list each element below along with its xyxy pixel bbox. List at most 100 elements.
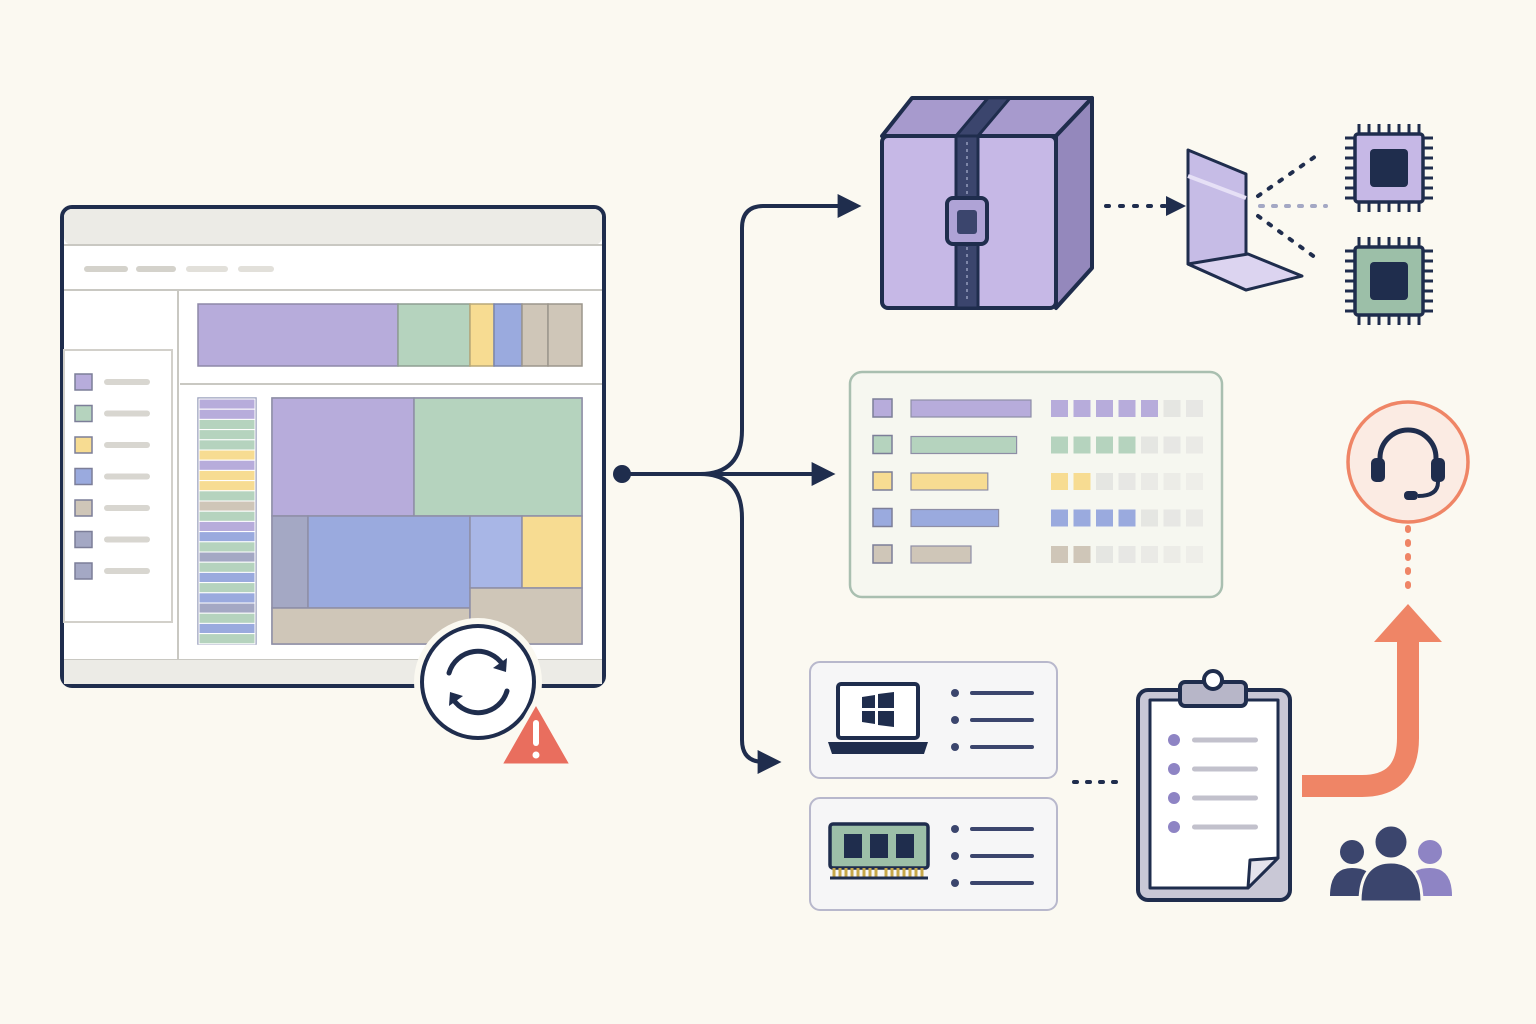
usage-cell-empty: [1141, 436, 1158, 454]
file-list-row: [198, 469, 256, 482]
zipped-package-icon: [880, 96, 1094, 310]
headset-mic: [1404, 491, 1418, 500]
sync-arrowhead-bottom: [449, 692, 463, 706]
headset-support-icon: [1346, 400, 1470, 524]
usage-panel: [848, 370, 1224, 599]
usage-cell-empty: [1186, 509, 1203, 527]
usage-cell-empty: [1186, 473, 1203, 490]
file-list-row: [198, 571, 256, 584]
file-list-row: [198, 510, 256, 522]
memory-chip: [870, 834, 888, 858]
treemap-cell: [413, 397, 583, 517]
usage-cell-empty: [1163, 546, 1181, 563]
treemap-cell: [271, 515, 309, 609]
legend-label-placeholder: [104, 536, 150, 543]
headset-band: [1377, 427, 1439, 470]
memory-chip: [844, 834, 862, 858]
driver-bracket-icon: [1186, 148, 1304, 292]
usage-cell-filled: [1096, 400, 1113, 417]
support-circle: [1346, 400, 1470, 524]
memory-spec-lines: [951, 825, 1034, 887]
legend-swatch: [74, 562, 93, 580]
top-usage-bar: [197, 303, 583, 367]
file-list-row: [198, 561, 256, 573]
usage-row-swatch: [872, 471, 893, 491]
checklist-bullet: [1168, 792, 1180, 804]
usage-cell-filled: [1096, 436, 1113, 454]
file-list-column: [197, 397, 257, 645]
legend-label-placeholder: [104, 568, 150, 574]
file-list-row: [198, 612, 256, 624]
usage-row-swatch: [872, 544, 893, 564]
toolbar-placeholder: [84, 266, 128, 272]
windows-logo: [862, 692, 894, 727]
file-list-row: [198, 520, 256, 533]
file-list-row: [198, 439, 256, 451]
system-info-card: [809, 661, 1058, 779]
legend-label-placeholder: [104, 505, 150, 511]
file-list-row: [198, 408, 256, 420]
memory-pins: [832, 868, 924, 878]
app-window: [60, 205, 606, 769]
legend-swatch: [74, 404, 93, 423]
sync-icon: [414, 618, 542, 746]
usage-row-bar: [910, 435, 1018, 455]
toolbar-placeholder: [238, 266, 274, 272]
toolbar-placeholder: [136, 266, 176, 272]
usage-cell-empty: [1186, 400, 1203, 417]
usage-cell-empty: [1096, 473, 1113, 490]
memory-info-card: [809, 797, 1058, 911]
usage-cell-empty: [1118, 473, 1136, 490]
legend-swatch: [74, 373, 93, 391]
title-bar: [64, 209, 602, 245]
usage-row-bar: [910, 472, 989, 491]
usage-cell-filled: [1118, 509, 1136, 527]
usage-cell-filled: [1073, 509, 1091, 527]
memory-module-icon: [828, 822, 930, 880]
treemap-cell: [521, 515, 583, 589]
driver-dot-fanout: [1256, 154, 1328, 260]
checklist-line-placeholder: [1192, 795, 1258, 801]
spec-bullet: [951, 879, 959, 887]
user-center-body: [1358, 860, 1424, 904]
checklist-line-placeholder: [1192, 737, 1258, 743]
usage-cell-empty: [1186, 546, 1203, 563]
treemap-cell: [271, 607, 471, 645]
arrow-to-package: [699, 194, 862, 476]
bracket-foot: [1186, 252, 1304, 292]
clipboard-checklist-icon: [1136, 669, 1292, 902]
usage-cell-filled: [1051, 473, 1068, 490]
warning-triangle-icon: [496, 698, 576, 769]
checklist-bullet: [1168, 821, 1180, 833]
usage-cell-filled: [1073, 546, 1091, 563]
legend-swatch: [74, 467, 93, 486]
legend-label-placeholder: [104, 442, 150, 448]
memory-chip: [896, 834, 914, 858]
zipper-pull-hole: [957, 210, 977, 234]
usage-cell-empty: [1118, 546, 1136, 563]
usage-cell-empty: [1163, 400, 1181, 417]
spec-line-placeholder: [970, 827, 1034, 831]
headset-mic-boom: [1417, 481, 1440, 498]
file-list-row: [198, 633, 256, 645]
file-list-row: [198, 459, 256, 471]
usage-cell-empty: [1163, 436, 1181, 454]
usage-segment: [547, 303, 583, 367]
file-list-row: [198, 541, 256, 553]
usage-cell-empty: [1186, 436, 1203, 454]
spec-line-placeholder: [970, 718, 1034, 722]
file-list-row: [198, 398, 256, 410]
usage-cell-filled: [1118, 400, 1136, 417]
treemap-cell: [271, 397, 415, 517]
user-right-head: [1418, 840, 1442, 864]
checklist-line-placeholder: [1192, 824, 1258, 830]
usage-row-swatch: [872, 507, 893, 528]
chip-core: [1370, 262, 1408, 300]
spec-bullet: [951, 825, 959, 833]
spec-bullet: [951, 716, 959, 724]
treemap: [271, 397, 583, 645]
paper-curl: [1246, 856, 1280, 890]
usage-panel-frame: [848, 370, 1224, 599]
sync-arrowhead-top: [493, 658, 507, 672]
